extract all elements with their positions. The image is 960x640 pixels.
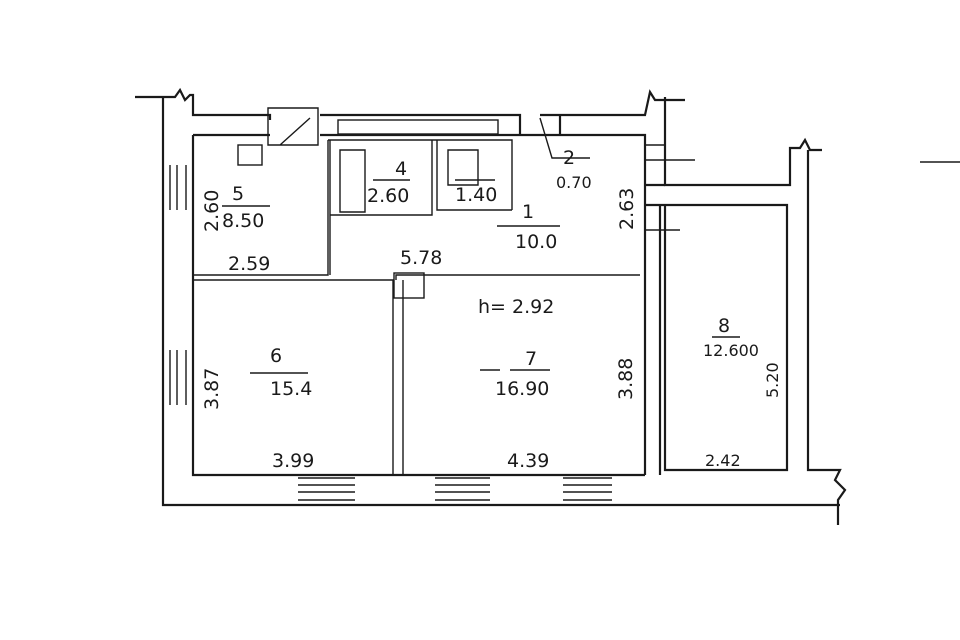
interior-walls [193, 107, 640, 475]
room-8-label: 8 12.600 [703, 315, 759, 360]
room-4-label: 4 2.60 [367, 158, 410, 207]
room-7-label: 7 16.90 [480, 348, 550, 400]
dim-hall-width: 5.78 [400, 247, 442, 269]
dimensions: 2.60 2.59 5.78 2.63 3.87 3.99 3.88 4.39 … [201, 188, 782, 472]
dim-hall-height: 2.63 [616, 188, 638, 230]
room-2-label: 2 0.70 [556, 147, 592, 192]
room-area: 2.60 [367, 185, 409, 207]
room-area: 15.4 [270, 378, 312, 400]
dim-room8-height: 5.20 [763, 362, 782, 398]
room-number: 8 [718, 315, 730, 337]
room-1-label: 1 10.0 [497, 201, 560, 253]
dim-room7-width: 4.39 [507, 450, 549, 472]
room-number: 5 [232, 183, 244, 205]
dim-room5-width: 2.59 [228, 253, 270, 275]
dim-room5-height: 2.60 [201, 190, 223, 232]
room-number: 7 [525, 348, 537, 370]
room-number: 1 [522, 201, 534, 223]
room-3-label: 1.40 [455, 179, 497, 206]
room-area: 12.600 [703, 341, 759, 360]
room-5-label: 5 8.50 [222, 183, 270, 232]
room-area: 16.90 [495, 378, 549, 400]
dim-room8-width: 2.42 [705, 451, 741, 470]
windows [162, 119, 695, 501]
room-area: 10.0 [515, 231, 557, 253]
room-number: 4 [395, 158, 407, 180]
room-6-label: 6 15.4 [250, 345, 312, 400]
room-area: 0.70 [556, 173, 592, 192]
ceiling-height: h= 2.92 [478, 296, 554, 318]
room-number: 6 [270, 345, 282, 367]
room-area: 1.40 [455, 184, 497, 206]
dim-room6-height: 3.87 [201, 368, 223, 410]
dim-room6-width: 3.99 [272, 450, 314, 472]
room-area: 8.50 [222, 210, 264, 232]
room-number: 2 [563, 147, 575, 169]
outer-walls [135, 87, 960, 525]
dim-room7-height: 3.88 [615, 358, 637, 400]
